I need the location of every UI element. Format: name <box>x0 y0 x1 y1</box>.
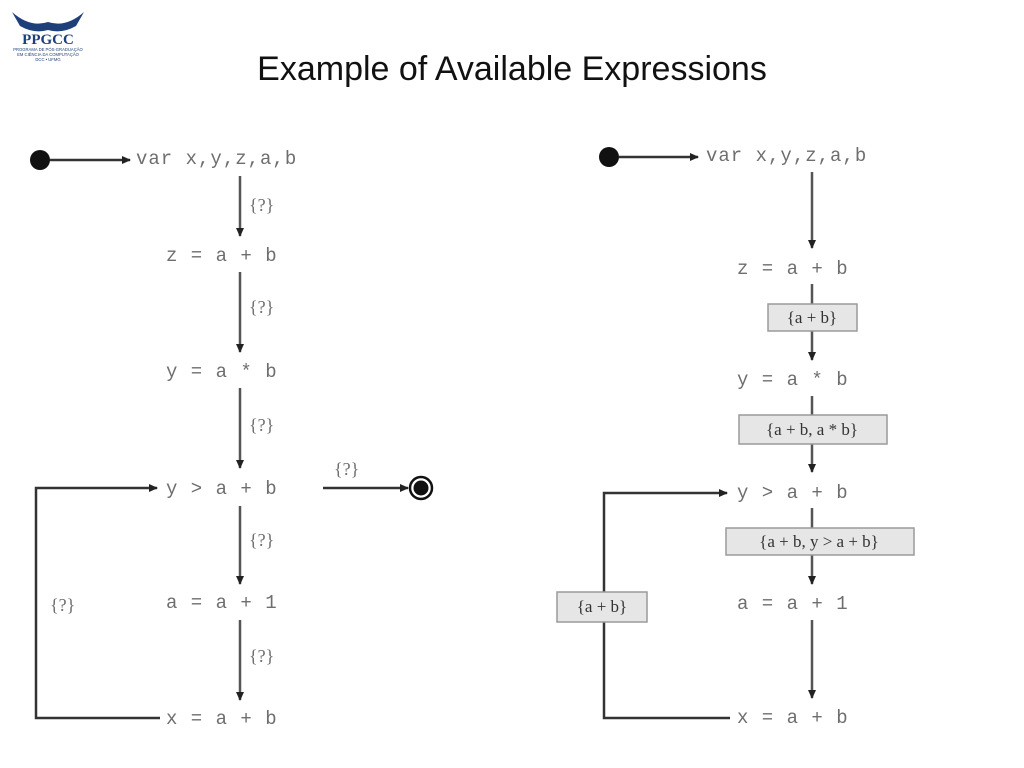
left-edge-label-1: {?} <box>249 195 274 215</box>
right-stmt-y-assign: y = a * b <box>737 369 849 391</box>
ppgcc-logo: PPGCC PROGRAMA DE PÓS-GRADUAÇÃO EM CIÊNC… <box>6 6 90 64</box>
left-diagram: var x,y,z,a,b z = a + b y = a * b y > a … <box>30 148 434 730</box>
left-stmt-a-increment: a = a + 1 <box>166 592 278 614</box>
right-set-box-1 <box>767 303 858 332</box>
left-back-edge <box>34 484 160 720</box>
right-stmt-x-assign: x = a + b <box>737 707 849 729</box>
left-stmt-condition: y > a + b <box>166 478 278 500</box>
left-stmt-y-assign: y = a * b <box>166 361 278 383</box>
left-edge-label-5: {?} <box>249 646 274 666</box>
logo-subtitle-3: DCC • UFMG <box>35 57 60 62</box>
right-set-box-2 <box>738 414 888 445</box>
left-edge-label-back: {?} <box>50 595 75 615</box>
left-edge-label-3: {?} <box>249 415 274 435</box>
left-start-node <box>30 150 50 170</box>
left-stmt-z-assign: z = a + b <box>166 245 278 267</box>
right-set-label-3: {a + b, y > a + b} <box>759 532 879 551</box>
right-set-box-3 <box>725 527 915 556</box>
right-stmt-a-increment: a = a + 1 <box>737 593 849 615</box>
left-stmt-x-assign: x = a + b <box>166 708 278 730</box>
right-set-label-back: {a + b} <box>577 597 627 616</box>
right-start-node <box>599 147 619 167</box>
right-stmt-condition: y > a + b <box>737 482 849 504</box>
right-stmt-declaration: var x,y,z,a,b <box>706 145 867 167</box>
logo-name: PPGCC <box>22 32 74 48</box>
right-stmt-z-assign: z = a + b <box>737 258 849 280</box>
left-edge-label-exit: {?} <box>334 459 359 479</box>
slide-title: Example of Available Expressions <box>257 50 767 88</box>
right-diagram: var x,y,z,a,b z = a + b y = a * b y > a … <box>556 145 915 729</box>
logo-emblem-icon <box>12 12 84 32</box>
left-edge-label-2: {?} <box>249 297 274 317</box>
left-stmt-declaration: var x,y,z,a,b <box>136 148 297 170</box>
right-set-label-1: {a + b} <box>787 308 837 327</box>
left-end-node <box>413 480 429 496</box>
logo-subtitle-2: EM CIÊNCIA DA COMPUTAÇÃO <box>17 52 80 57</box>
logo-subtitle-1: PROGRAMA DE PÓS-GRADUAÇÃO <box>13 47 83 52</box>
right-set-label-2: {a + b, a * b} <box>766 420 858 439</box>
left-edge-label-4: {?} <box>249 530 274 550</box>
right-set-box-back <box>556 591 648 623</box>
